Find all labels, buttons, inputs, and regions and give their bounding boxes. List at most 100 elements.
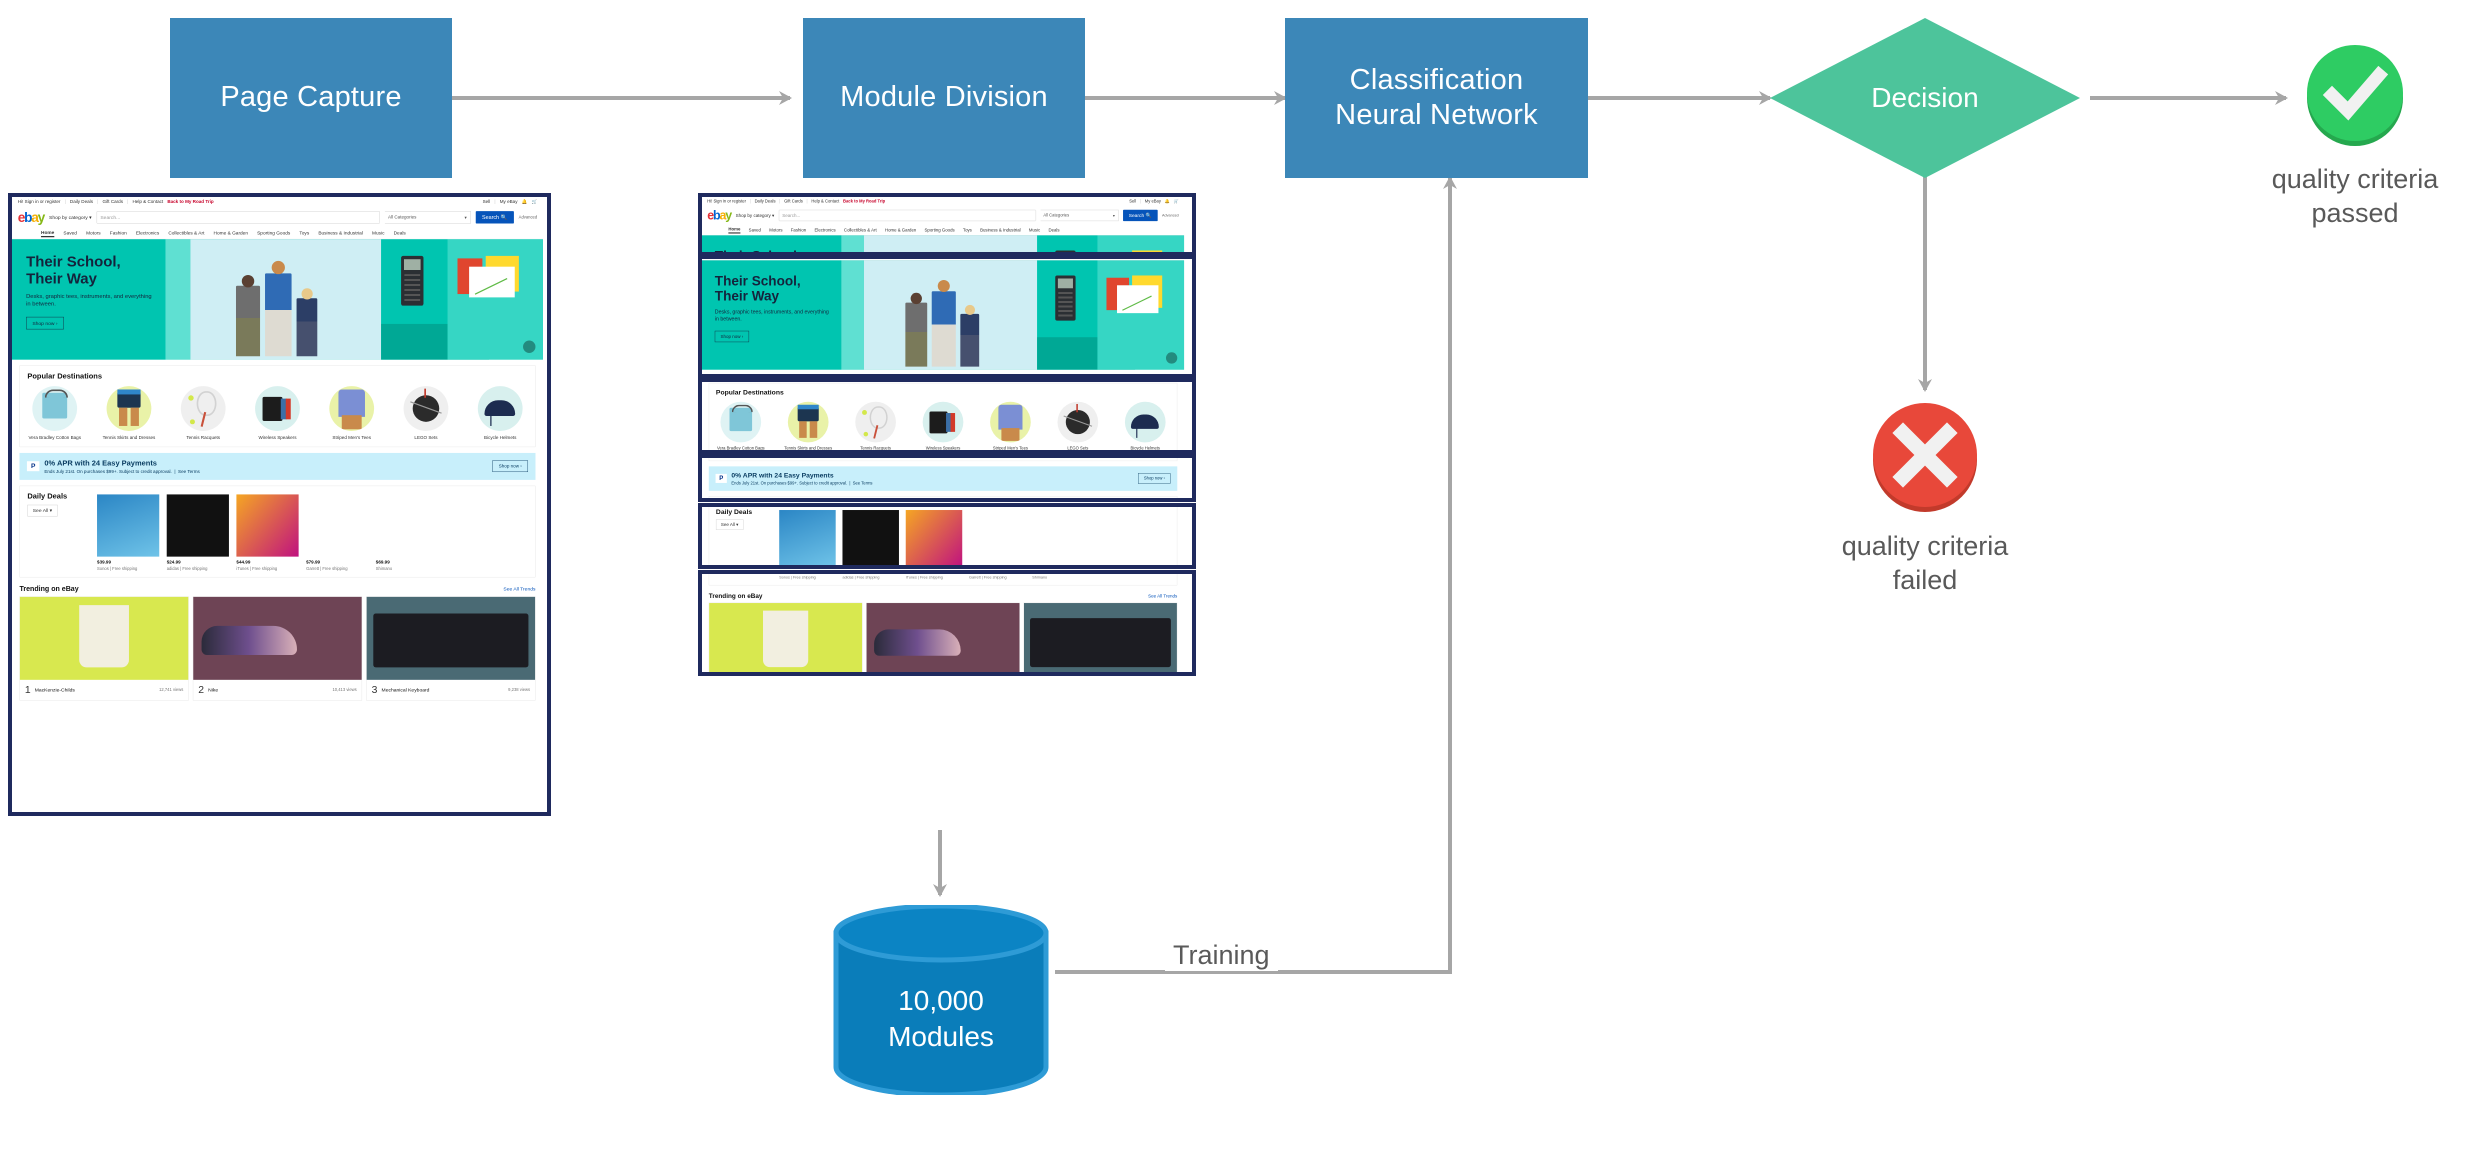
nav-item[interactable]: Music xyxy=(1028,255,1041,258)
paypal-banner-module[interactable]: P 0% APR with 24 Easy Payments Ends July… xyxy=(19,452,536,480)
util-link[interactable]: Help & Contact xyxy=(811,198,840,204)
nav-item[interactable]: Saved xyxy=(748,255,761,258)
daily-deals-see-all[interactable]: See All ▾ xyxy=(715,519,744,530)
deal-item[interactable]: $69.99 Shimano xyxy=(1032,574,1088,579)
destination-item[interactable]: Tennis Racquets xyxy=(851,454,901,455)
destination-item[interactable]: Vera Bradley Cotton Bags xyxy=(716,401,766,450)
nav-item[interactable]: Sporting Goods xyxy=(924,255,955,258)
destination-item[interactable]: Tennis Skirts and Dresses xyxy=(102,386,157,441)
category-select[interactable]: All Categories ▾ xyxy=(384,211,471,224)
deal-item[interactable]: $39.99 Sonos | Free shipping xyxy=(779,574,835,579)
trend-card[interactable]: 2 Nike 10,413 views xyxy=(192,596,363,701)
util-right-link[interactable]: Sell xyxy=(1129,198,1137,204)
destination-item[interactable]: Vera Bradley Cotton Bags xyxy=(716,454,766,455)
util-link[interactable]: Hi! Sign in or register xyxy=(707,198,746,204)
nav-item[interactable]: Saved xyxy=(63,231,77,236)
shop-by-category[interactable]: Shop by category ▾ xyxy=(49,214,92,221)
destination-item[interactable]: Tennis Skirts and Dresses xyxy=(783,401,833,450)
nav-item[interactable]: Sporting Goods xyxy=(257,231,291,236)
destination-item[interactable]: Striped Men's Tees xyxy=(324,386,379,441)
deal-item[interactable]: $24.99 adidas | Free shipping xyxy=(842,574,898,579)
nav-item[interactable]: Fashion xyxy=(790,255,807,258)
destination-item[interactable]: Wireless Speakers xyxy=(918,401,968,450)
deal-item[interactable]: $44.99 iTunes | Free shipping xyxy=(906,574,962,579)
util-link[interactable]: Gift Cards xyxy=(784,198,803,204)
nav-item[interactable]: Sporting Goods xyxy=(924,227,955,233)
deal-item[interactable]: $39.99 Sonos | Free shipping xyxy=(779,509,836,565)
trend-card[interactable]: 1 MacKenzie-Childs 12,741 views xyxy=(19,596,189,701)
util-link[interactable]: Daily Deals xyxy=(754,198,776,204)
nav-item[interactable]: Electronics xyxy=(135,231,160,236)
nav-item[interactable]: Deals xyxy=(1048,227,1060,233)
paypal-banner-module[interactable]: P 0% APR with 24 Easy Payments Ends July… xyxy=(708,466,1178,491)
hero-banner[interactable]: Their School, Their Way Desks, graphic t… xyxy=(702,235,1185,252)
nav-item[interactable]: Home xyxy=(728,226,741,234)
destination-item[interactable]: Bicycle Helmets xyxy=(1120,401,1170,450)
deal-item[interactable]: $69.99 Shimano xyxy=(1032,509,1089,565)
node-classification-neural-network[interactable]: Classification Neural Network xyxy=(1285,18,1588,178)
destination-item[interactable]: LEGO Sets xyxy=(399,386,454,441)
trending-see-all[interactable]: See All Trends xyxy=(1148,593,1178,599)
daily-deals-see-all[interactable]: See All ▾ xyxy=(27,504,58,517)
deal-item[interactable]: $24.99 adidas | Free shipping xyxy=(166,494,229,571)
pause-icon[interactable] xyxy=(1165,352,1178,364)
destination-item[interactable]: Striped Men's Tees xyxy=(986,454,1036,455)
hero-button[interactable]: Shop now › xyxy=(26,316,64,330)
util-promo[interactable]: Back to My Road Trip xyxy=(167,199,214,205)
nav-item[interactable]: Music xyxy=(1028,227,1041,233)
nav-item[interactable]: Business & Industrial xyxy=(318,231,363,236)
hero-banner[interactable]: Their School, Their Way Desks, graphic t… xyxy=(12,239,543,360)
module-daily-deals[interactable]: Hi! Sign in or register|Daily Deals|Gift… xyxy=(698,503,1196,569)
nav-item[interactable]: Collectibles & Art xyxy=(843,255,877,258)
destination-item[interactable]: Vera Bradley Cotton Bags xyxy=(27,386,82,441)
destination-item[interactable]: Striped Men's Tees xyxy=(986,401,1036,450)
shop-by-category[interactable]: Shop by category ▾ xyxy=(735,212,775,218)
module-popular-destinations[interactable]: Hi! Sign in or register|Daily Deals|Gift… xyxy=(698,378,1196,454)
pause-icon[interactable] xyxy=(523,340,536,353)
search-input[interactable]: Search... xyxy=(96,211,380,224)
destination-item[interactable]: Tennis Racquets xyxy=(176,386,231,441)
paypal-button[interactable]: Shop now › xyxy=(1138,473,1171,484)
nav-item[interactable]: Home & Garden xyxy=(884,227,917,233)
util-link[interactable]: Hi! Sign in or register xyxy=(17,199,61,205)
deal-item[interactable]: $39.99 Sonos | Free shipping xyxy=(97,494,160,571)
nav-item[interactable]: Toys xyxy=(962,227,972,233)
nav-item[interactable]: Music xyxy=(372,231,385,236)
nav-item[interactable]: Electronics xyxy=(814,255,836,258)
util-promo[interactable]: Back to My Road Trip xyxy=(843,198,886,204)
deal-item[interactable]: $79.99 Garrett | Free shipping xyxy=(969,509,1026,565)
advanced-link[interactable]: Advanced xyxy=(1162,213,1179,218)
nav-item[interactable]: Fashion xyxy=(109,231,127,236)
module-division-screenshot[interactable]: Hi! Sign in or register|Daily Deals|Gift… xyxy=(698,193,1196,818)
node-modules-database[interactable]: 10,000 Modules xyxy=(832,903,1050,1098)
destination-item[interactable]: Tennis Racquets xyxy=(851,401,901,450)
nav-item[interactable]: Business & Industrial xyxy=(980,227,1021,233)
destination-item[interactable]: LEGO Sets xyxy=(1053,401,1103,450)
destination-item[interactable]: Bicycle Helmets xyxy=(1120,454,1170,455)
node-decision[interactable]: Decision xyxy=(1770,18,2080,178)
trend-card[interactable]: 3 Mechanical Keyboard 9,238 views xyxy=(366,596,536,701)
cart-icon[interactable]: 🛒 xyxy=(531,199,538,205)
bell-icon[interactable]: 🔔 xyxy=(521,199,528,205)
util-right-link[interactable]: My eBay xyxy=(499,199,518,205)
nav-item[interactable]: Motors xyxy=(769,227,783,233)
nav-item[interactable]: Home & Garden xyxy=(884,255,917,258)
trend-card[interactable]: 3 Mechanical Keyboard 9,238 views xyxy=(1023,602,1178,672)
trend-card[interactable]: 2 Nike 10,413 views xyxy=(866,602,1020,672)
nav-item[interactable]: Saved xyxy=(748,227,761,233)
paypal-button[interactable]: Shop now › xyxy=(492,460,529,473)
node-page-capture[interactable]: Page Capture xyxy=(170,18,452,178)
util-link[interactable]: Help & Contact xyxy=(132,199,164,205)
deal-item[interactable]: $79.99 Garrett | Free shipping xyxy=(306,494,369,571)
util-link[interactable]: Gift Cards xyxy=(102,199,123,205)
search-button[interactable]: Search 🔍 xyxy=(1122,209,1158,222)
category-select[interactable]: All Categories ▾ xyxy=(1040,209,1119,222)
bell-icon[interactable]: 🔔 xyxy=(1164,199,1170,204)
deal-item[interactable]: $69.99 Shimano xyxy=(375,494,438,571)
deal-item[interactable]: $44.99 iTunes | Free shipping xyxy=(236,494,299,571)
deal-item[interactable]: $79.99 Garrett | Free shipping xyxy=(969,574,1025,579)
destination-item[interactable]: Wireless Speakers xyxy=(918,454,968,455)
nav-item[interactable]: Toys xyxy=(299,231,310,236)
nav-item[interactable]: Collectibles & Art xyxy=(168,231,205,236)
nav-item[interactable]: Home xyxy=(41,230,55,238)
